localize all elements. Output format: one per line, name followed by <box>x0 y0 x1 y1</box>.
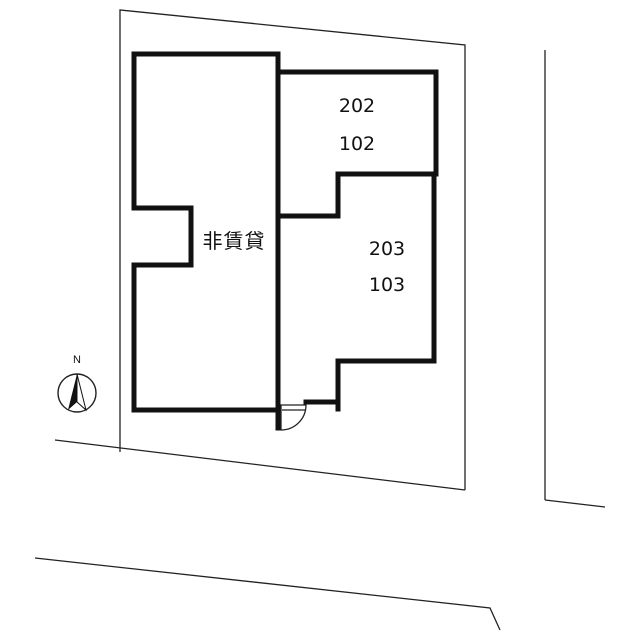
road-edge-upper <box>54 439 466 491</box>
unit-103-label: 103 <box>369 274 405 296</box>
door-swing-icon <box>280 404 307 431</box>
lot-boundary <box>119 9 466 490</box>
north-compass-icon: N <box>57 354 97 413</box>
unit-203-103-wall <box>335 171 437 412</box>
non-rental-label: 非賃貸 <box>203 229 266 253</box>
road-edge-lower <box>34 557 501 631</box>
unit-202-label: 202 <box>339 95 375 117</box>
non-rental-wall <box>131 51 281 431</box>
unit-203-label: 203 <box>369 238 405 260</box>
road-edge-right-bottom <box>544 499 606 508</box>
compass-north-letter: N <box>73 354 81 366</box>
unit-102-label: 102 <box>339 133 375 155</box>
